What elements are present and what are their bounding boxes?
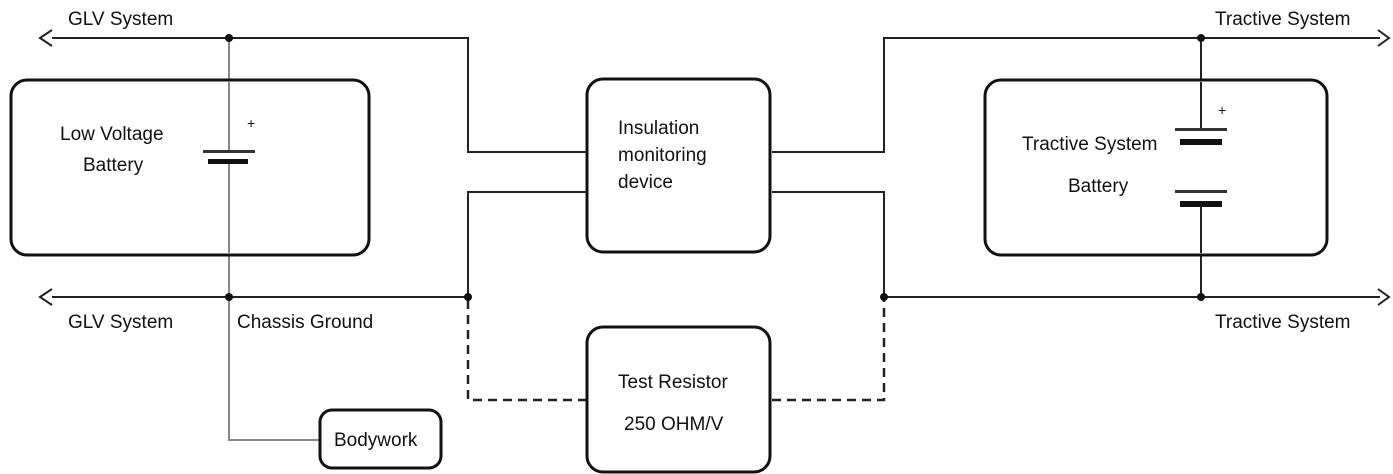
lv-battery-plus: + [247, 115, 255, 131]
lv-battery-label-line2: Battery [83, 155, 144, 176]
glv-system-bottom-label: GLV System [68, 312, 173, 333]
test-resistor-left-wire [466, 300, 588, 402]
bodywork-label: Bodywork [334, 430, 418, 451]
ts-battery-plate-short-1 [1180, 139, 1222, 145]
ts-bottom-arrow-icon [1377, 288, 1391, 306]
imd-label-line1: Insulation [618, 118, 699, 139]
ts-battery-plate-long-1 [1175, 128, 1227, 131]
glv-bottom-arrow-icon [38, 288, 53, 306]
junction-node [225, 34, 233, 42]
junction-node [1197, 34, 1205, 42]
test-resistor-block [585, 325, 772, 474]
chassis-ground-label: Chassis Ground [237, 312, 373, 333]
imd-ground-wire [467, 191, 588, 297]
tractive-system-top-label: Tractive System [1215, 9, 1351, 30]
junction-node [880, 293, 888, 301]
bodywork-block [318, 408, 443, 470]
ts-battery-block [983, 78, 1329, 257]
ts-top-wire [772, 37, 1380, 153]
lv-battery-label-line1: Low Voltage [60, 124, 164, 145]
test-resistor-label-line1: Test Resistor [618, 372, 728, 393]
lv-battery-plate-long [203, 150, 255, 153]
glv-system-top-label: GLV System [68, 9, 173, 30]
ts-battery-label-line1: Tractive System [1022, 134, 1158, 155]
junction-node [464, 293, 472, 301]
test-resistor-label-line2: 250 OHM/V [624, 414, 724, 435]
ts-bottom-wire [772, 191, 1380, 298]
ts-battery-plus: + [1218, 102, 1226, 118]
glv-top-arrow-icon [38, 29, 53, 47]
imd-label-line3: device [618, 172, 673, 193]
junction-node [1197, 293, 1205, 301]
tractive-system-bottom-label: Tractive System [1215, 312, 1351, 333]
imd-block [585, 77, 772, 254]
ts-battery-plate-short-2 [1180, 201, 1222, 207]
ts-top-arrow-icon [1377, 29, 1391, 47]
ts-battery-plate-long-2 [1175, 190, 1227, 193]
imd-label-line2: monitoring [618, 145, 707, 166]
ts-battery-label-line2: Battery [1068, 176, 1129, 197]
test-resistor-right-wire [772, 300, 886, 402]
bodywork-wire [228, 297, 320, 441]
lv-battery-plate-short [208, 159, 248, 164]
lv-battery-block [9, 78, 371, 257]
glv-top-wire [52, 37, 588, 153]
junction-node [225, 293, 233, 301]
